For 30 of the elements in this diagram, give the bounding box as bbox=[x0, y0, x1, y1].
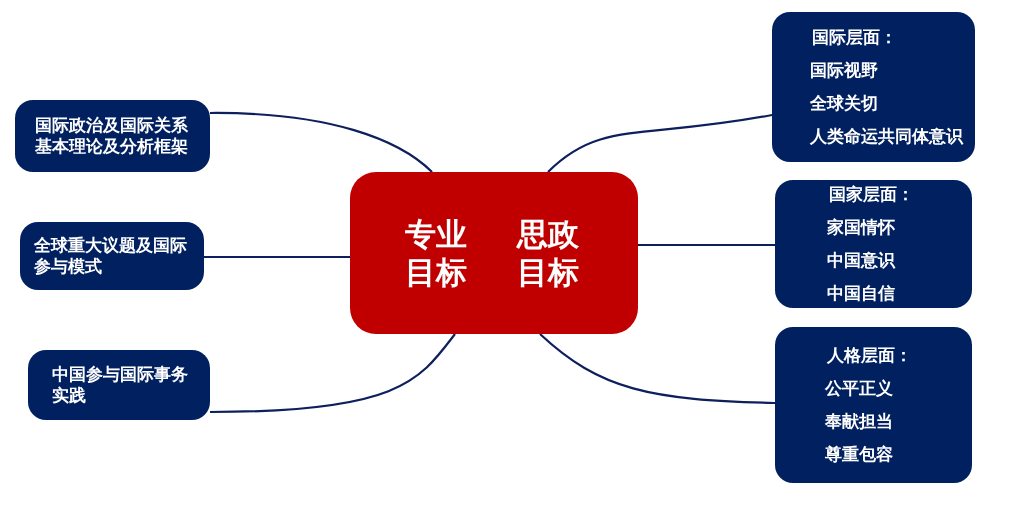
list-item: 尊重包容 bbox=[825, 443, 894, 466]
topic-box bbox=[15, 100, 210, 172]
goal-box bbox=[350, 172, 638, 334]
topic-box bbox=[20, 222, 204, 290]
list-item: 中国自信 bbox=[827, 282, 896, 305]
heading: 人格层面： bbox=[827, 344, 913, 367]
topic-box bbox=[775, 327, 972, 483]
topic-box bbox=[28, 350, 210, 420]
list-item: 中国意识 bbox=[827, 249, 897, 272]
list-item: 全球关切 bbox=[810, 92, 879, 115]
heading: 国家层面： bbox=[829, 183, 915, 206]
connector-line bbox=[204, 255, 350, 259]
list-item: 人类命运共同体意识 bbox=[810, 125, 965, 148]
list-item: 家国情怀 bbox=[827, 216, 896, 239]
connector-line bbox=[210, 111, 433, 173]
label: 专业目标 bbox=[405, 215, 468, 291]
connector-line bbox=[638, 243, 775, 247]
list-item: 奉献担当 bbox=[825, 410, 894, 433]
label: 思政目标 bbox=[517, 215, 580, 291]
label: 全球重大议题及国际参与模式 bbox=[34, 235, 188, 277]
topic-box bbox=[772, 12, 975, 162]
label: 国际政治及国际关系基本理论及分析框架 bbox=[35, 115, 189, 157]
connector-line bbox=[539, 333, 776, 405]
list-item: 国际视野 bbox=[810, 59, 879, 82]
heading: 国际层面： bbox=[812, 26, 898, 49]
topic-box bbox=[775, 180, 972, 308]
label: 中国参与国际事务实践 bbox=[52, 364, 189, 406]
list-item: 公平正义 bbox=[825, 377, 894, 400]
connector-line bbox=[210, 333, 456, 414]
connector-line bbox=[547, 113, 773, 173]
